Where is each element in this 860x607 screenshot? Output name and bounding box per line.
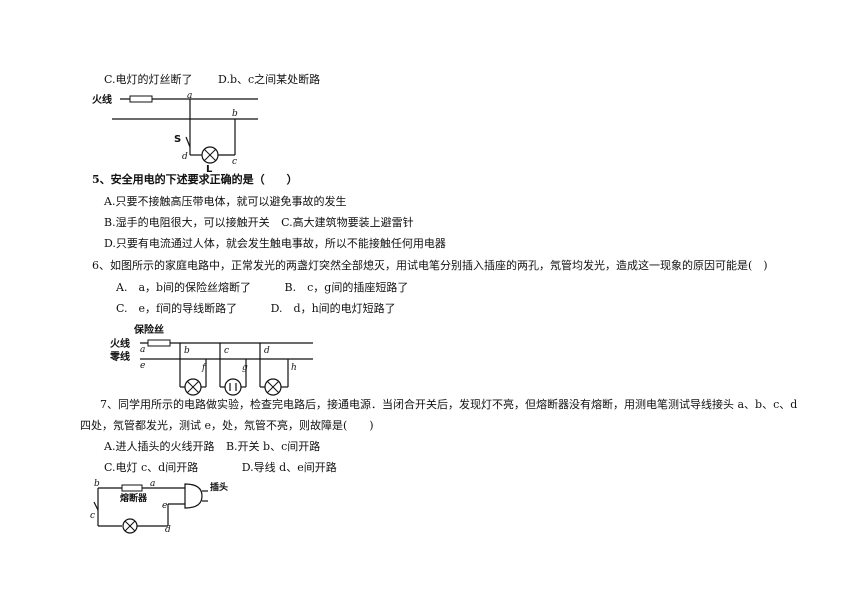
q6-household-circuit-diagram: 保险丝 火线 零线 a e b f c g d h xyxy=(109,323,313,396)
q5-options-bc: B.湿手的电阻很大，可以接触开关 C.高大建筑物要装上避雷针 xyxy=(104,216,414,230)
q7-plug-label: 插头 xyxy=(210,481,228,493)
q7-node-b: b xyxy=(94,479,100,489)
q6-node-b: b xyxy=(184,346,190,356)
q7-stem-line2: 四处，氖管都发光，测试 e，处，氖管不亮，则故障是( ) xyxy=(80,419,374,432)
q4-circuit-diagram: 火线 a b S d c L xyxy=(92,91,258,175)
q4-node-c: c xyxy=(232,157,237,167)
q4-switch-label: S xyxy=(174,134,181,145)
q6-option-d: D. d，h间的电灯短路了 xyxy=(270,302,396,315)
q6-options-ab: A. a，b间的保险丝熔断了 B. c，g间的插座短路了 xyxy=(116,281,408,295)
q7-switch-icon xyxy=(93,501,99,511)
q7-plug-label-text: 插头 xyxy=(210,481,228,493)
q6-socket-icon xyxy=(224,378,242,396)
q4-switch-icon xyxy=(185,136,191,148)
q6-stem: 6、如图所示的家庭电路中，正常发光的两盏灯突然全部熄灭，用试电笔分别插入插座的两… xyxy=(92,259,768,272)
q7-stem-line1: 7、同学用所示的电路做实验，检查完电路后，接通电源．当闭合开关后，发现灯不亮，但… xyxy=(100,398,797,412)
q4-lamp-icon xyxy=(201,146,219,164)
q7-circuit-diagram: b a 熔断器 c d e 插头 xyxy=(90,479,228,535)
q7-node-c: c xyxy=(90,511,95,521)
q7-options-ab: A.进人插头的火线开路 B.开关 b、c间开路 xyxy=(104,440,320,454)
q7-lamp-icon xyxy=(122,518,138,534)
q4-node-b: b xyxy=(232,109,238,119)
q6-node-e: e xyxy=(140,361,145,371)
q6-node-d: d xyxy=(264,346,270,356)
q5-option-b: B.湿手的电阻很大，可以接触开关 xyxy=(104,216,270,229)
q7-plug-icon xyxy=(184,483,203,509)
q6-option-c: C. e，f间的导线断路了 xyxy=(116,302,238,315)
q6-node-c: c xyxy=(224,346,229,356)
q4-lamp-label: L xyxy=(206,164,213,175)
q7-option-d: D.导线 d、e间开路 xyxy=(241,461,337,474)
q4-option-d: D.b、c之间某处断路 xyxy=(218,73,321,86)
q4-fuse-icon xyxy=(129,95,153,103)
q6-lamp2-icon xyxy=(264,378,282,396)
q7-fuse-icon xyxy=(121,484,143,492)
q7-node-a: a xyxy=(150,479,155,489)
q7-option-b: B.开关 b、c间开路 xyxy=(225,440,321,453)
q6-live-label: 火线 xyxy=(110,337,130,350)
q6-lamp1-icon xyxy=(184,378,202,396)
q5-stem: 5、安全用电的下述要求正确的是（ ） xyxy=(92,173,298,186)
q6-neutral-label: 零线 xyxy=(109,350,130,363)
q6-option-a: A. a，b间的保险丝熔断了 xyxy=(116,281,252,294)
q7-stem-line1-text: 7、同学用所示的电路做实验，检查完电路后，接通电源．当闭合开关后，发现灯不亮，但… xyxy=(100,398,798,411)
q7-fuse-label: 熔断器 xyxy=(120,492,148,504)
q4-options: C.电灯的灯丝断了 D.b、c之间某处断路 xyxy=(104,73,320,87)
q7-option-c: C.电灯 c、d间开路 xyxy=(104,461,199,474)
q6-node-f: f xyxy=(201,363,207,373)
q7-options-cd: C.电灯 c、d间开路 D.导线 d、e间开路 xyxy=(104,461,337,475)
q6-fuse-icon xyxy=(147,339,171,347)
q4-live-wire-label: 火线 xyxy=(92,93,112,106)
q5-option-a: A.只要不接触高压带电体，就可以避免事故的发生 xyxy=(104,195,347,208)
q4-node-d: d xyxy=(182,152,188,162)
q6-option-b: B. c，g间的插座短路了 xyxy=(284,281,409,294)
q6-node-a: a xyxy=(140,345,145,355)
q5-option-d: D.只要有电流通过人体，就会发生触电事故，所以不能接触任何用电器 xyxy=(104,237,446,250)
q5-option-c: C.高大建筑物要装上避雷针 xyxy=(281,216,414,229)
q6-node-h: h xyxy=(291,363,297,373)
q7-option-a: A.进人插头的火线开路 xyxy=(104,440,215,453)
q6-fuse-label: 保险丝 xyxy=(133,323,164,336)
q7-node-d: d xyxy=(165,525,171,535)
q4-option-c: C.电灯的灯丝断了 xyxy=(104,73,193,86)
q7-node-e: e xyxy=(162,501,167,511)
q4-node-a: a xyxy=(187,91,192,101)
q6-node-g: g xyxy=(242,363,248,373)
q6-options-cd: C. e，f间的导线断路了 D. d，h间的电灯短路了 xyxy=(116,302,396,316)
